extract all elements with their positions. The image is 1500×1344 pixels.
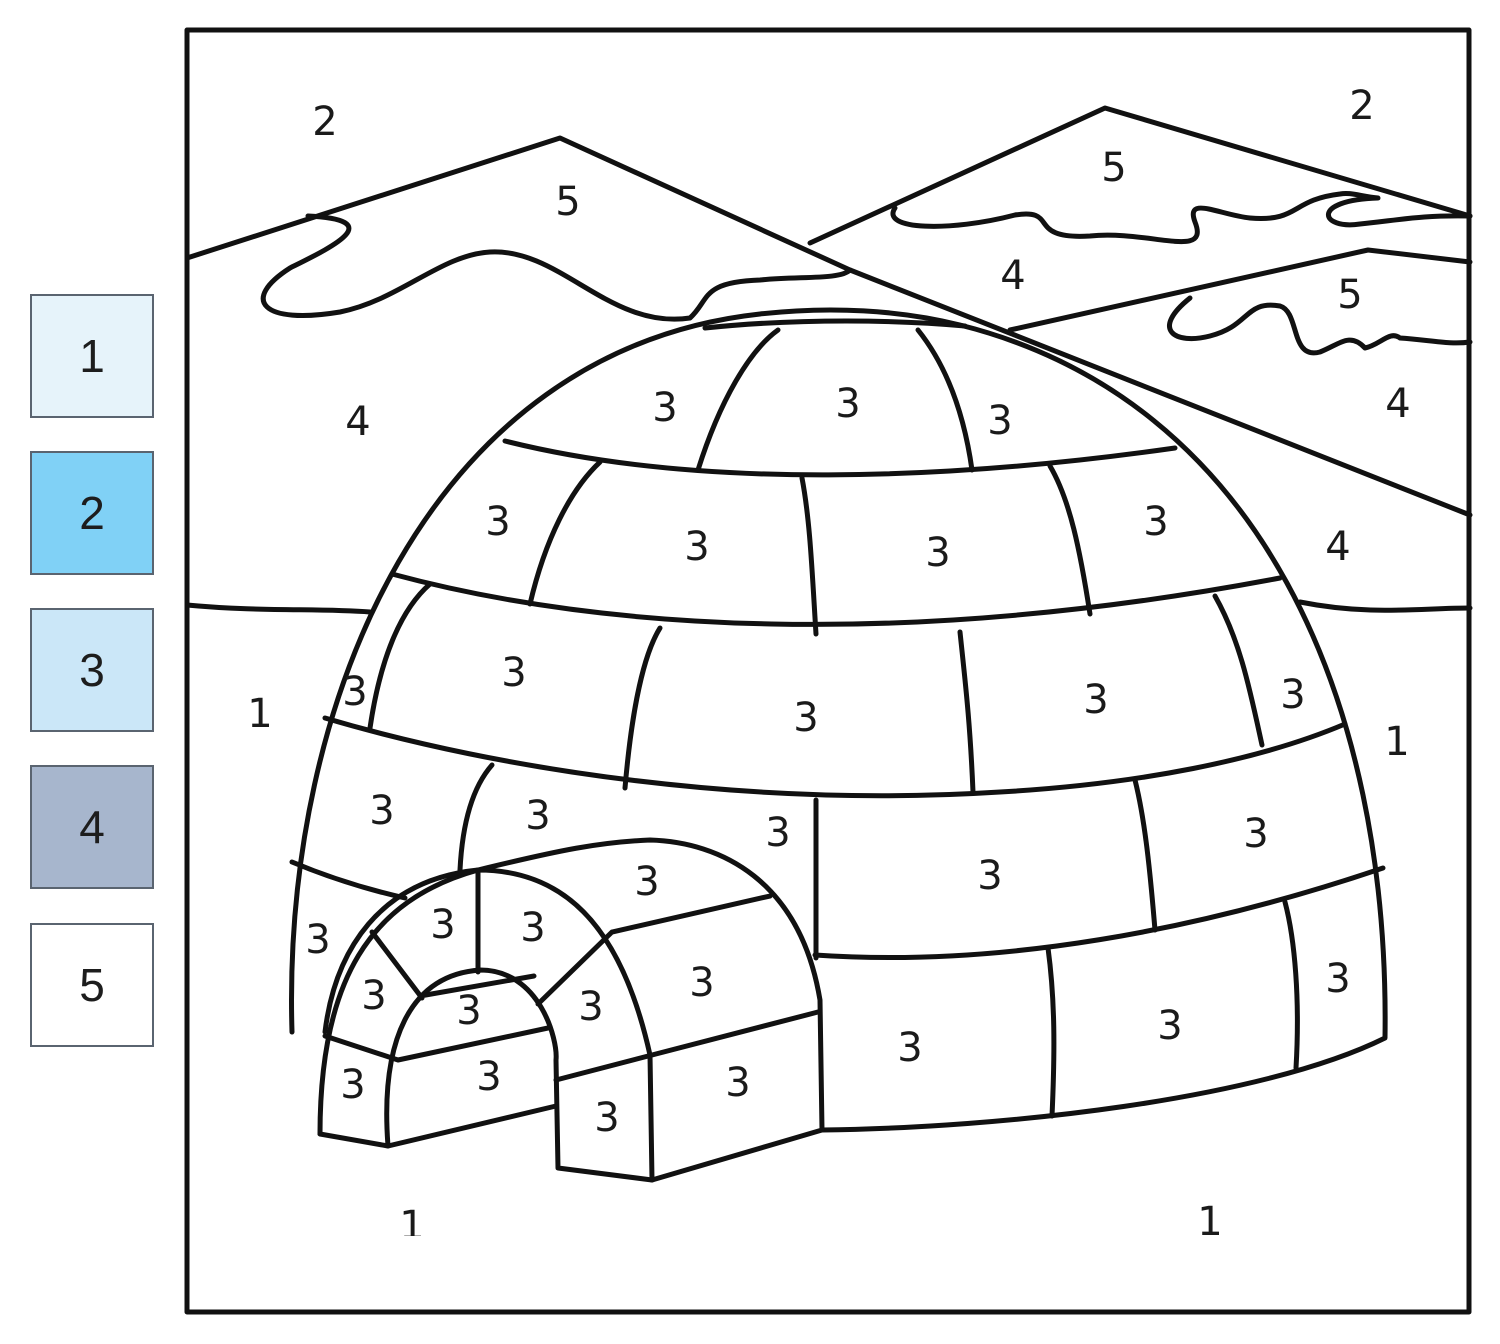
mask [400,1236,430,1256]
board-frame [184,27,1472,1315]
right-lower-snowcap-edge [1167,295,1473,356]
right-mountain-outline [807,105,1473,246]
color-swatch-1[interactable]: 1 [30,294,154,418]
horizon-line-right [1297,599,1473,613]
igloo-dome-outline [289,307,1388,1133]
igloo-row-line-2 [389,571,1283,627]
igloo-top-cap [702,318,968,331]
left-mountain-outline [184,135,1473,518]
mask [1198,1236,1228,1256]
left-snowcap-edge [260,213,853,322]
igloo-row-line-1 [502,438,1178,478]
color-swatch-2[interactable]: 2 [30,451,154,575]
right-lower-ridge [1007,247,1473,333]
entrance-front-bottom [317,1103,559,1149]
igloo-row-line-4-left [289,859,408,901]
color-swatch-5[interactable]: 5 [30,923,154,1047]
right-snowcap-edge [890,191,1473,245]
color-swatch-3[interactable]: 3 [30,608,154,732]
igloo-row-line-3 [322,715,1348,799]
color-swatch-4[interactable]: 4 [30,765,154,889]
horizon-line-left [184,602,373,615]
igloo-joints [367,327,1300,1119]
igloo-row-line-4 [812,865,1386,961]
entrance-outer-arch [317,837,825,1183]
entrance-joints [322,867,821,1083]
board-background[interactable] [187,30,1469,1312]
